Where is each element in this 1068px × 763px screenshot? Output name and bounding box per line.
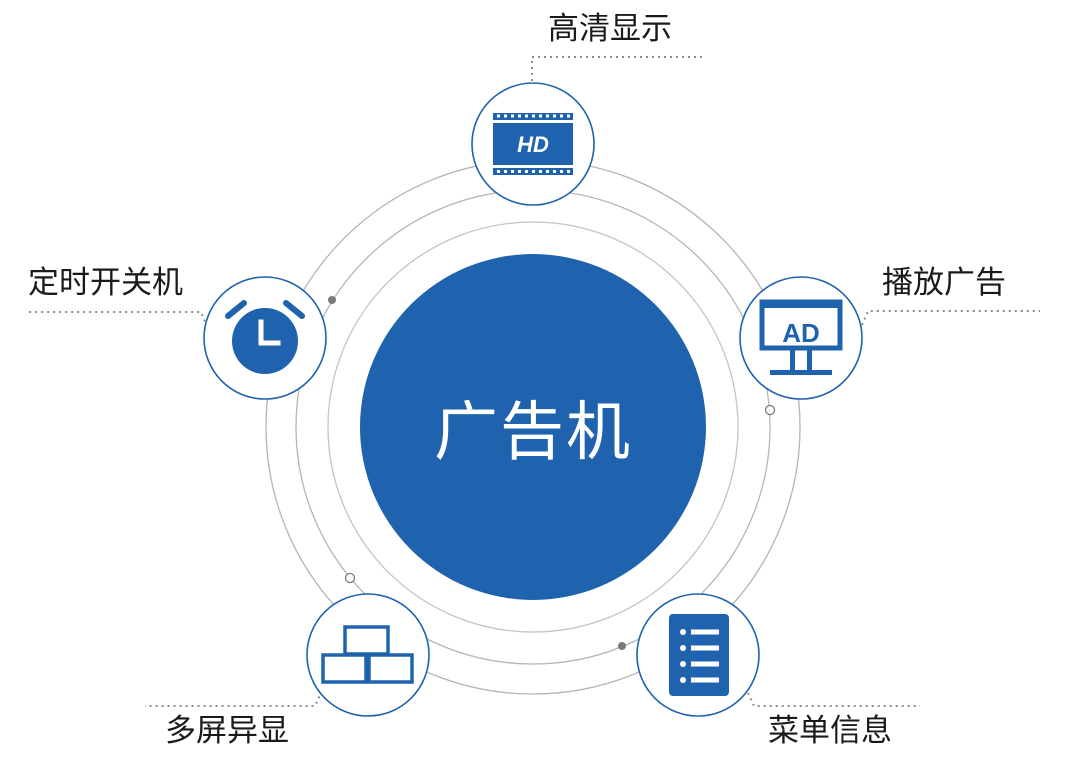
ring-dot	[618, 642, 626, 650]
ad-billboard-icon: AD	[759, 299, 843, 375]
label-play-ads: 播放广告	[882, 265, 1006, 301]
ring-dot	[764, 404, 776, 416]
menu-list-icon	[669, 614, 729, 696]
hd-icon-text: HD	[517, 132, 549, 157]
ring-dot	[344, 572, 356, 584]
ring-dot	[328, 296, 336, 304]
label-menu-info: 菜单信息	[768, 713, 892, 749]
label-hd-display: 高清显示	[548, 11, 672, 47]
leader-right	[861, 310, 1040, 326]
label-multi-screen: 多屏异显	[165, 713, 289, 749]
leader-bottom-left	[145, 690, 323, 707]
hd-film-icon: HD	[493, 113, 573, 175]
inner-ring	[327, 221, 739, 633]
leader-left	[28, 311, 208, 328]
center-title: 广告机	[434, 396, 632, 470]
label-timed-power: 定时开关机	[28, 265, 183, 301]
center-circle	[360, 254, 706, 600]
leader-bottom-right	[747, 692, 920, 707]
leader-top	[531, 56, 705, 87]
ad-icon-text: AD	[782, 318, 820, 348]
alarm-clock-icon	[225, 300, 305, 374]
multi-screen-icon	[321, 625, 414, 684]
